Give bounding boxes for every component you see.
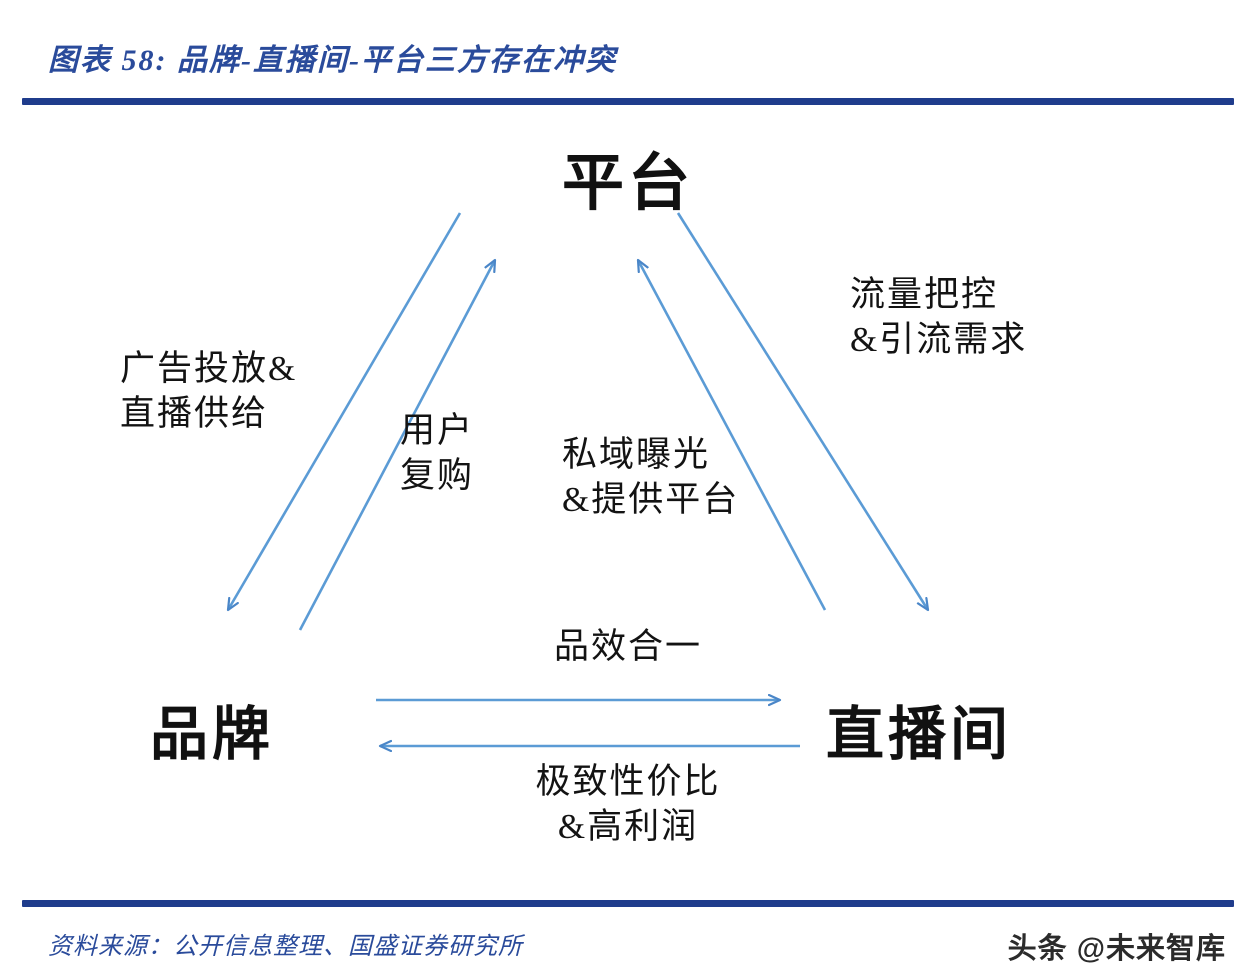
edge-label-cost-performance: 极致性价比 &高利润 <box>0 760 1256 850</box>
arrow-platform-to-room <box>676 212 930 610</box>
diagram-canvas: 平台 品牌 直播间 广告投放& 直播供给 流量把控 &引流需求 用户 复购 私域… <box>0 110 1256 900</box>
node-livestream-room[interactable]: 直播间 <box>826 702 1013 767</box>
source-note: 资料来源：公开信息整理、国盛证券研究所 <box>48 934 523 960</box>
page-title: 图表 58: 品牌-直播间-平台三方存在冲突 <box>48 44 617 77</box>
edge-label-user-repurchase-line2: 复购 <box>400 455 475 495</box>
edge-label-cost-performance-line2: &高利润 <box>557 806 699 846</box>
edge-label-traffic-control-line2: &引流需求 <box>850 319 1028 359</box>
edge-label-ad-placement: 广告投放& 直播供给 <box>120 347 297 437</box>
edge-label-cost-performance-line1: 极致性价比 <box>535 762 721 801</box>
arrow-brand-to-platform <box>298 260 497 631</box>
edge-label-private-domain-line2: &提供平台 <box>562 479 740 519</box>
edge-label-ad-placement-line1: 广告投放& <box>120 349 298 388</box>
edge-label-traffic-control: 流量把控 &引流需求 <box>850 273 1027 363</box>
node-brand[interactable]: 品牌 <box>150 702 275 767</box>
footer-divider <box>22 900 1234 907</box>
node-platform[interactable]: 平台 <box>561 150 694 218</box>
arrow-room-to-platform <box>636 260 827 611</box>
edge-label-private-domain: 私域曝光 &提供平台 <box>562 433 739 523</box>
figure-header: 图表 58: 品牌-直播间-平台三方存在冲突 <box>0 0 1256 110</box>
edge-label-user-repurchase-line1: 用户 <box>400 411 475 450</box>
edge-label-brand-performance: 品效合一 <box>553 627 702 666</box>
edge-label-private-domain-line1: 私域曝光 <box>562 435 711 474</box>
edge-label-traffic-control-line1: 流量把控 <box>850 275 999 314</box>
arrow-platform-to-brand <box>226 212 462 610</box>
diagram-arrows <box>226 212 930 900</box>
edge-label-ad-placement-line2: 直播供给 <box>120 393 269 433</box>
header-divider <box>22 98 1234 105</box>
watermark: 头条 @未来智库 <box>1007 933 1226 965</box>
edge-label-user-repurchase: 用户 复购 <box>400 409 474 499</box>
